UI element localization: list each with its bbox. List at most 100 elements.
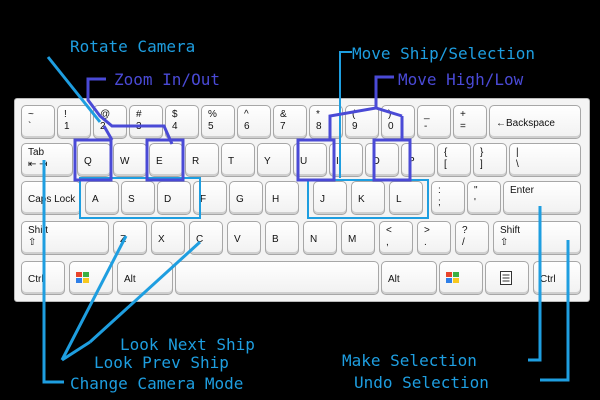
key-backspace-label: ←Backspace: [496, 118, 555, 129]
key-ctrl-right-label: Ctrl: [540, 274, 556, 285]
keyboard: ~` !1 @2 #3 $4 %5 ^6 &7 *8 (9 )0 _- += ←…: [14, 98, 590, 302]
key-h: H: [265, 181, 299, 215]
key-7: &7: [273, 105, 307, 139]
key-i: I: [329, 143, 363, 177]
key-r-label: R: [192, 156, 200, 167]
key-alt-right: Alt: [381, 261, 437, 295]
key-b: B: [265, 221, 299, 255]
key-space: [175, 261, 379, 295]
key-left-bracket: {[: [437, 143, 471, 177]
key-n-label: N: [310, 234, 318, 245]
key-6: ^6: [237, 105, 271, 139]
key-right-bracket: }]: [473, 143, 507, 177]
key-e-label: E: [156, 156, 163, 167]
key-n: N: [303, 221, 337, 255]
key-period-bottom: .: [424, 237, 427, 248]
key-x-label: X: [158, 234, 165, 245]
key-v: V: [227, 221, 261, 255]
key-7-top: &: [280, 109, 287, 120]
key-x: X: [151, 221, 185, 255]
key-alt-left-label: Alt: [124, 274, 136, 285]
key-ctrl-right: Ctrl: [533, 261, 581, 295]
key-z: Z: [113, 221, 147, 255]
key-h-label: H: [272, 194, 280, 205]
label-change-camera-mode: Change Camera Mode: [70, 374, 244, 393]
key-8: *8: [309, 105, 343, 139]
key-equals-top: +: [460, 109, 466, 120]
key-capslock: Caps Lock: [21, 181, 81, 215]
key-s-label: S: [128, 194, 135, 205]
key-1: !1: [57, 105, 91, 139]
key-tilde-bottom: `: [28, 121, 32, 132]
key-right-bracket-top: }: [480, 147, 484, 158]
key-6-top: ^: [244, 109, 249, 120]
key-3: #3: [129, 105, 163, 139]
key-b-label: B: [272, 234, 279, 245]
key-a-label: A: [92, 194, 99, 205]
key-quote-top: ": [474, 185, 478, 196]
key-j-label: J: [320, 194, 325, 205]
key-windows-right: [439, 261, 483, 295]
key-shift-right: Shift⇧: [493, 221, 581, 255]
windows-logo-icon: [446, 272, 459, 283]
key-4-bottom: 4: [172, 121, 178, 132]
key-3-top: #: [136, 109, 142, 120]
label-move-high-low: Move High/Low: [398, 70, 524, 89]
key-v-label: V: [234, 234, 241, 245]
key-left-bracket-top: {: [444, 147, 448, 158]
key-minus: _-: [417, 105, 451, 139]
key-0-bottom: 0: [388, 121, 394, 132]
key-enter-label: Enter: [510, 185, 534, 196]
key-left-bracket-bottom: [: [444, 159, 447, 170]
key-comma-bottom: ,: [386, 237, 389, 248]
key-tilde-top: ~: [28, 109, 34, 120]
label-zoom: Zoom In/Out: [114, 70, 220, 89]
key-t-label: T: [228, 156, 235, 167]
key-shift-left: Shift⇧: [21, 221, 109, 255]
key-period: >.: [417, 221, 451, 255]
key-q: Q: [77, 143, 111, 177]
key-9-top: (: [352, 109, 356, 120]
key-i-label: I: [336, 156, 339, 167]
key-slash: ?/: [455, 221, 489, 255]
key-period-top: >: [424, 225, 430, 236]
key-t: T: [221, 143, 255, 177]
key-equals-bottom: =: [460, 121, 466, 132]
key-r: R: [185, 143, 219, 177]
key-enter: Enter: [503, 181, 581, 215]
key-semicolon-top: :: [438, 185, 441, 196]
label-move-ship: Move Ship/Selection: [352, 44, 536, 63]
key-5: %5: [201, 105, 235, 139]
key-comma: <,: [379, 221, 413, 255]
key-backslash-bottom: \: [516, 159, 519, 170]
key-2-bottom: 2: [100, 121, 106, 132]
key-shift-right-arrow: ⇧: [500, 237, 509, 248]
key-d: D: [157, 181, 191, 215]
key-p-label: P: [408, 156, 415, 167]
key-c-label: C: [196, 234, 204, 245]
label-rotate-camera: Rotate Camera: [70, 37, 196, 56]
key-k-label: K: [358, 194, 365, 205]
key-backslash: |\: [509, 143, 581, 177]
label-look-next-ship: Look Next Ship: [120, 335, 255, 354]
key-u-label: U: [300, 156, 308, 167]
key-semicolon-bottom: ;: [438, 197, 441, 208]
key-f: F: [193, 181, 227, 215]
menu-icon: [500, 271, 512, 285]
key-e: E: [149, 143, 183, 177]
key-u: U: [293, 143, 327, 177]
key-minus-bottom: -: [424, 121, 428, 132]
key-minus-top: _: [424, 109, 430, 120]
key-shift-left-arrow: ⇧: [28, 237, 37, 248]
key-alt-right-label: Alt: [388, 274, 400, 285]
key-tab-arrows: ⇤ ⇥: [28, 159, 48, 170]
key-semicolon: :;: [431, 181, 465, 215]
key-k: K: [351, 181, 385, 215]
key-a: A: [85, 181, 119, 215]
key-8-top: *: [316, 109, 320, 120]
key-ctrl-left-label: Ctrl: [28, 274, 44, 285]
key-shift-right-label: Shift: [500, 225, 521, 236]
key-s: S: [121, 181, 155, 215]
key-9: (9: [345, 105, 379, 139]
